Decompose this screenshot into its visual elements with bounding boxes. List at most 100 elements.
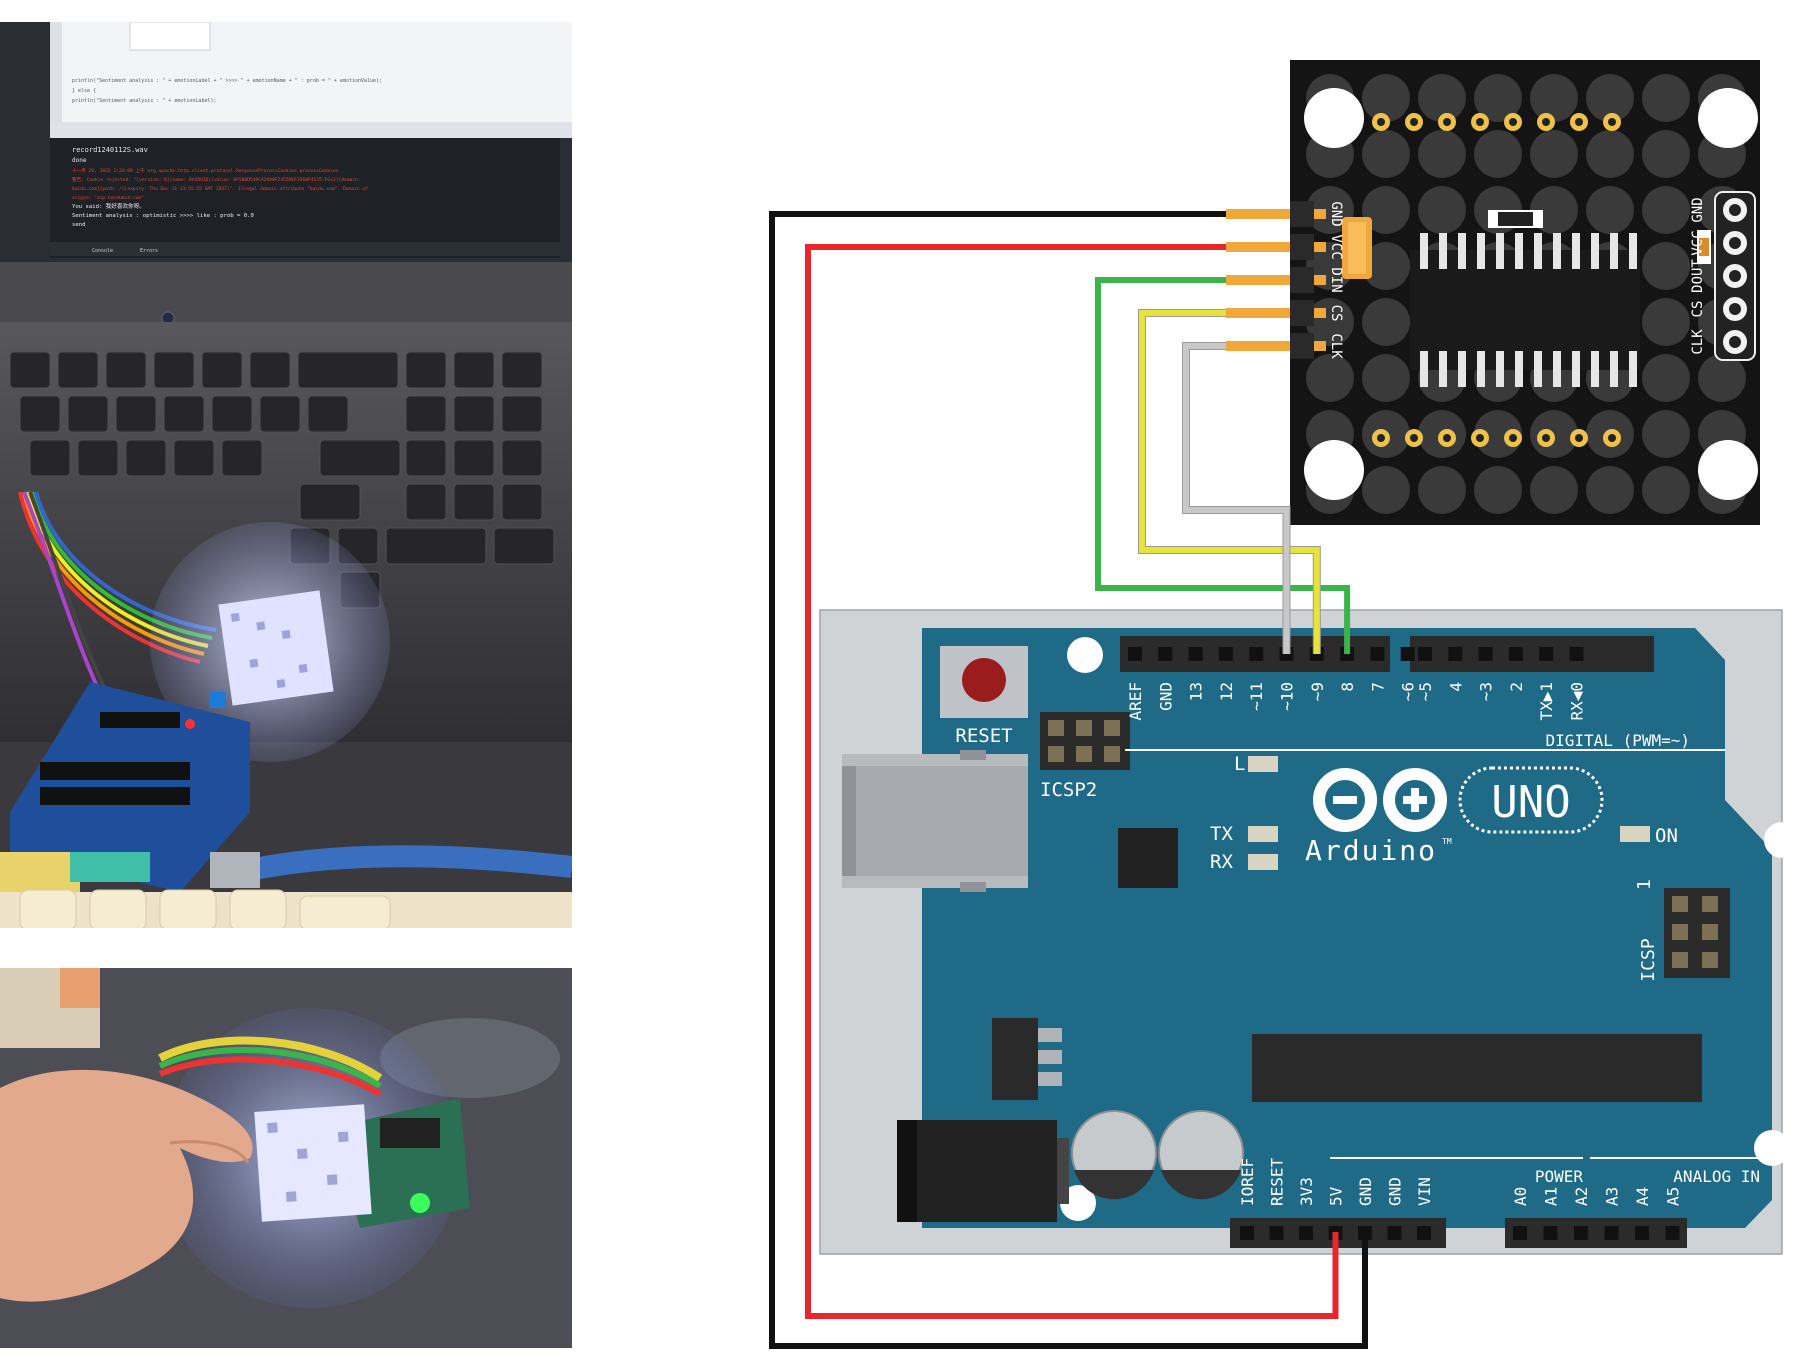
uno-label: UNO xyxy=(1491,777,1570,828)
digital-pin-label: ~9 xyxy=(1308,682,1327,701)
console-status: done xyxy=(72,157,87,164)
icsp-pin1-label: 1 xyxy=(1634,879,1655,890)
uno-badge xyxy=(1458,766,1604,834)
console-file: record1240112S.wav xyxy=(72,146,148,154)
power-pin-label: GND xyxy=(1386,1177,1405,1206)
console-send: send xyxy=(72,222,85,228)
digital-pin-label: 4 xyxy=(1446,682,1465,692)
power-pin-3V3 xyxy=(1299,1226,1313,1240)
module-mount-hole xyxy=(1304,440,1364,500)
digital-pin-label: ~5 xyxy=(1416,682,1435,701)
icsp-header xyxy=(1664,888,1730,978)
reset-label: RESET xyxy=(955,725,1012,747)
wire-din-to-8 xyxy=(1095,277,1351,654)
module-left-pin-label: DIN xyxy=(1328,267,1344,292)
led-rx xyxy=(1248,854,1278,870)
module-left-pin-label: GND xyxy=(1328,201,1344,226)
wire-vcc-to-5v xyxy=(805,244,1339,1319)
module-right-pin-label: VCC xyxy=(1690,230,1706,255)
analog-pin-A3 xyxy=(1604,1226,1619,1240)
module-pin-cs xyxy=(1226,308,1326,318)
icsp2-header xyxy=(1040,712,1130,770)
console-sentiment: Sentiment analysis : optimistic >>>> lik… xyxy=(72,213,254,219)
tab-console: Console xyxy=(92,248,113,254)
console-panel xyxy=(50,138,560,258)
module-mount-hole xyxy=(1698,88,1758,148)
power-pin-GND xyxy=(1387,1226,1402,1240)
photo-hand-led-matrix xyxy=(0,968,572,1348)
usb-chip xyxy=(1118,828,1178,888)
analog-pin-label: A0 xyxy=(1511,1187,1530,1206)
analog-pin-A2 xyxy=(1574,1226,1588,1240)
digital-pin-~6 xyxy=(1400,647,1415,661)
voltage-regulator xyxy=(992,1018,1038,1100)
digital-pin-label: 2 xyxy=(1507,682,1526,692)
analog-pin-label: A5 xyxy=(1664,1187,1683,1206)
power-pin-label: 5V xyxy=(1327,1186,1346,1206)
digital-label: DIGITAL (PWM=~) xyxy=(1546,731,1691,750)
led-matrix-lit xyxy=(254,1104,372,1222)
console-warn-4: origin: "aip.baidubce.com" xyxy=(72,195,144,201)
analog-pin-label: A4 xyxy=(1633,1187,1652,1206)
power-led xyxy=(410,1193,430,1213)
analog-label: ANALOG IN xyxy=(1673,1167,1760,1186)
trademark: TM xyxy=(1442,837,1452,846)
digital-pin-~5 xyxy=(1418,647,1432,661)
power-pin-label: RESET xyxy=(1268,1157,1287,1206)
capacitor xyxy=(1158,1110,1244,1200)
power-label: POWER xyxy=(1535,1167,1584,1186)
wire-gnd-to-gnd xyxy=(769,211,1368,1349)
digital-pin-label: GND xyxy=(1156,682,1175,711)
digital-pin-label: ~6 xyxy=(1399,682,1418,701)
power-pin-label: GND xyxy=(1356,1177,1375,1206)
digital-pin-label: ~11 xyxy=(1247,682,1266,711)
atmega-chip xyxy=(1252,1034,1702,1102)
analog-pin-label: A1 xyxy=(1542,1187,1561,1206)
console-said: You said: 我好喜欢你呀。 xyxy=(72,202,145,210)
digital-pin-~3 xyxy=(1478,647,1493,661)
digital-pin-label: TX▶1 xyxy=(1537,682,1556,721)
code-line-2: } else { xyxy=(72,88,96,94)
digital-pin-~11 xyxy=(1249,647,1264,661)
mount-hole xyxy=(1754,1130,1790,1166)
digital-pin-RX◀0 xyxy=(1569,647,1584,661)
code-editor xyxy=(50,22,572,122)
digital-pin-label: ~10 xyxy=(1278,682,1297,711)
module-pin-clk xyxy=(1226,341,1326,351)
arduino-logo-icon xyxy=(1313,768,1447,832)
reset-button-cap xyxy=(962,658,1006,702)
code-line-3: println("Sentiment analysis : " + emotio… xyxy=(72,98,217,104)
console-warn-2: 警告: Cookie rejected: "[version: 0][name:… xyxy=(72,176,361,183)
console-warn-1: 十一月 26, 2022 1:24:09 上午 org.apache.http.… xyxy=(72,167,339,174)
photo-laptop-led-matrix: println("Sentiment analysis : " + emotio… xyxy=(0,22,572,928)
led-l-label: L xyxy=(1234,753,1245,775)
module-mount-hole xyxy=(1304,88,1364,148)
capacitor xyxy=(1071,1110,1157,1200)
arduino-brand: Arduino xyxy=(1305,834,1437,867)
led-rx-label: RX xyxy=(1210,851,1233,873)
module-pin-vcc xyxy=(1226,242,1326,252)
module-left-pin-label: CLK xyxy=(1328,333,1344,359)
digital-pin-label: 8 xyxy=(1338,682,1357,692)
keyboard-keys xyxy=(9,351,555,609)
digital-pin-4 xyxy=(1448,647,1463,661)
usb-cable xyxy=(237,845,572,883)
led-matrix-lit xyxy=(218,590,334,706)
digital-pin-label: AREF xyxy=(1126,682,1145,721)
icsp2-label: ICSP2 xyxy=(1040,779,1097,801)
power-pin-VIN xyxy=(1417,1226,1431,1240)
digital-pin-label: RX◀0 xyxy=(1568,682,1587,721)
power-pin-label: 3V3 xyxy=(1297,1177,1316,1206)
module-left-pin-label: CS xyxy=(1328,305,1344,322)
led-on xyxy=(1620,826,1650,842)
analog-pin-A0 xyxy=(1513,1226,1527,1240)
led-tx-label: TX xyxy=(1210,823,1233,845)
power-pin-IOREF xyxy=(1240,1226,1254,1240)
digital-pin-label: 12 xyxy=(1217,682,1236,701)
analog-pin-label: A3 xyxy=(1603,1187,1622,1206)
hand xyxy=(0,1069,253,1302)
tab-errors: Errors xyxy=(140,248,158,254)
module-right-pin-label: GND xyxy=(1690,197,1706,222)
module-pin-din xyxy=(1226,275,1326,285)
